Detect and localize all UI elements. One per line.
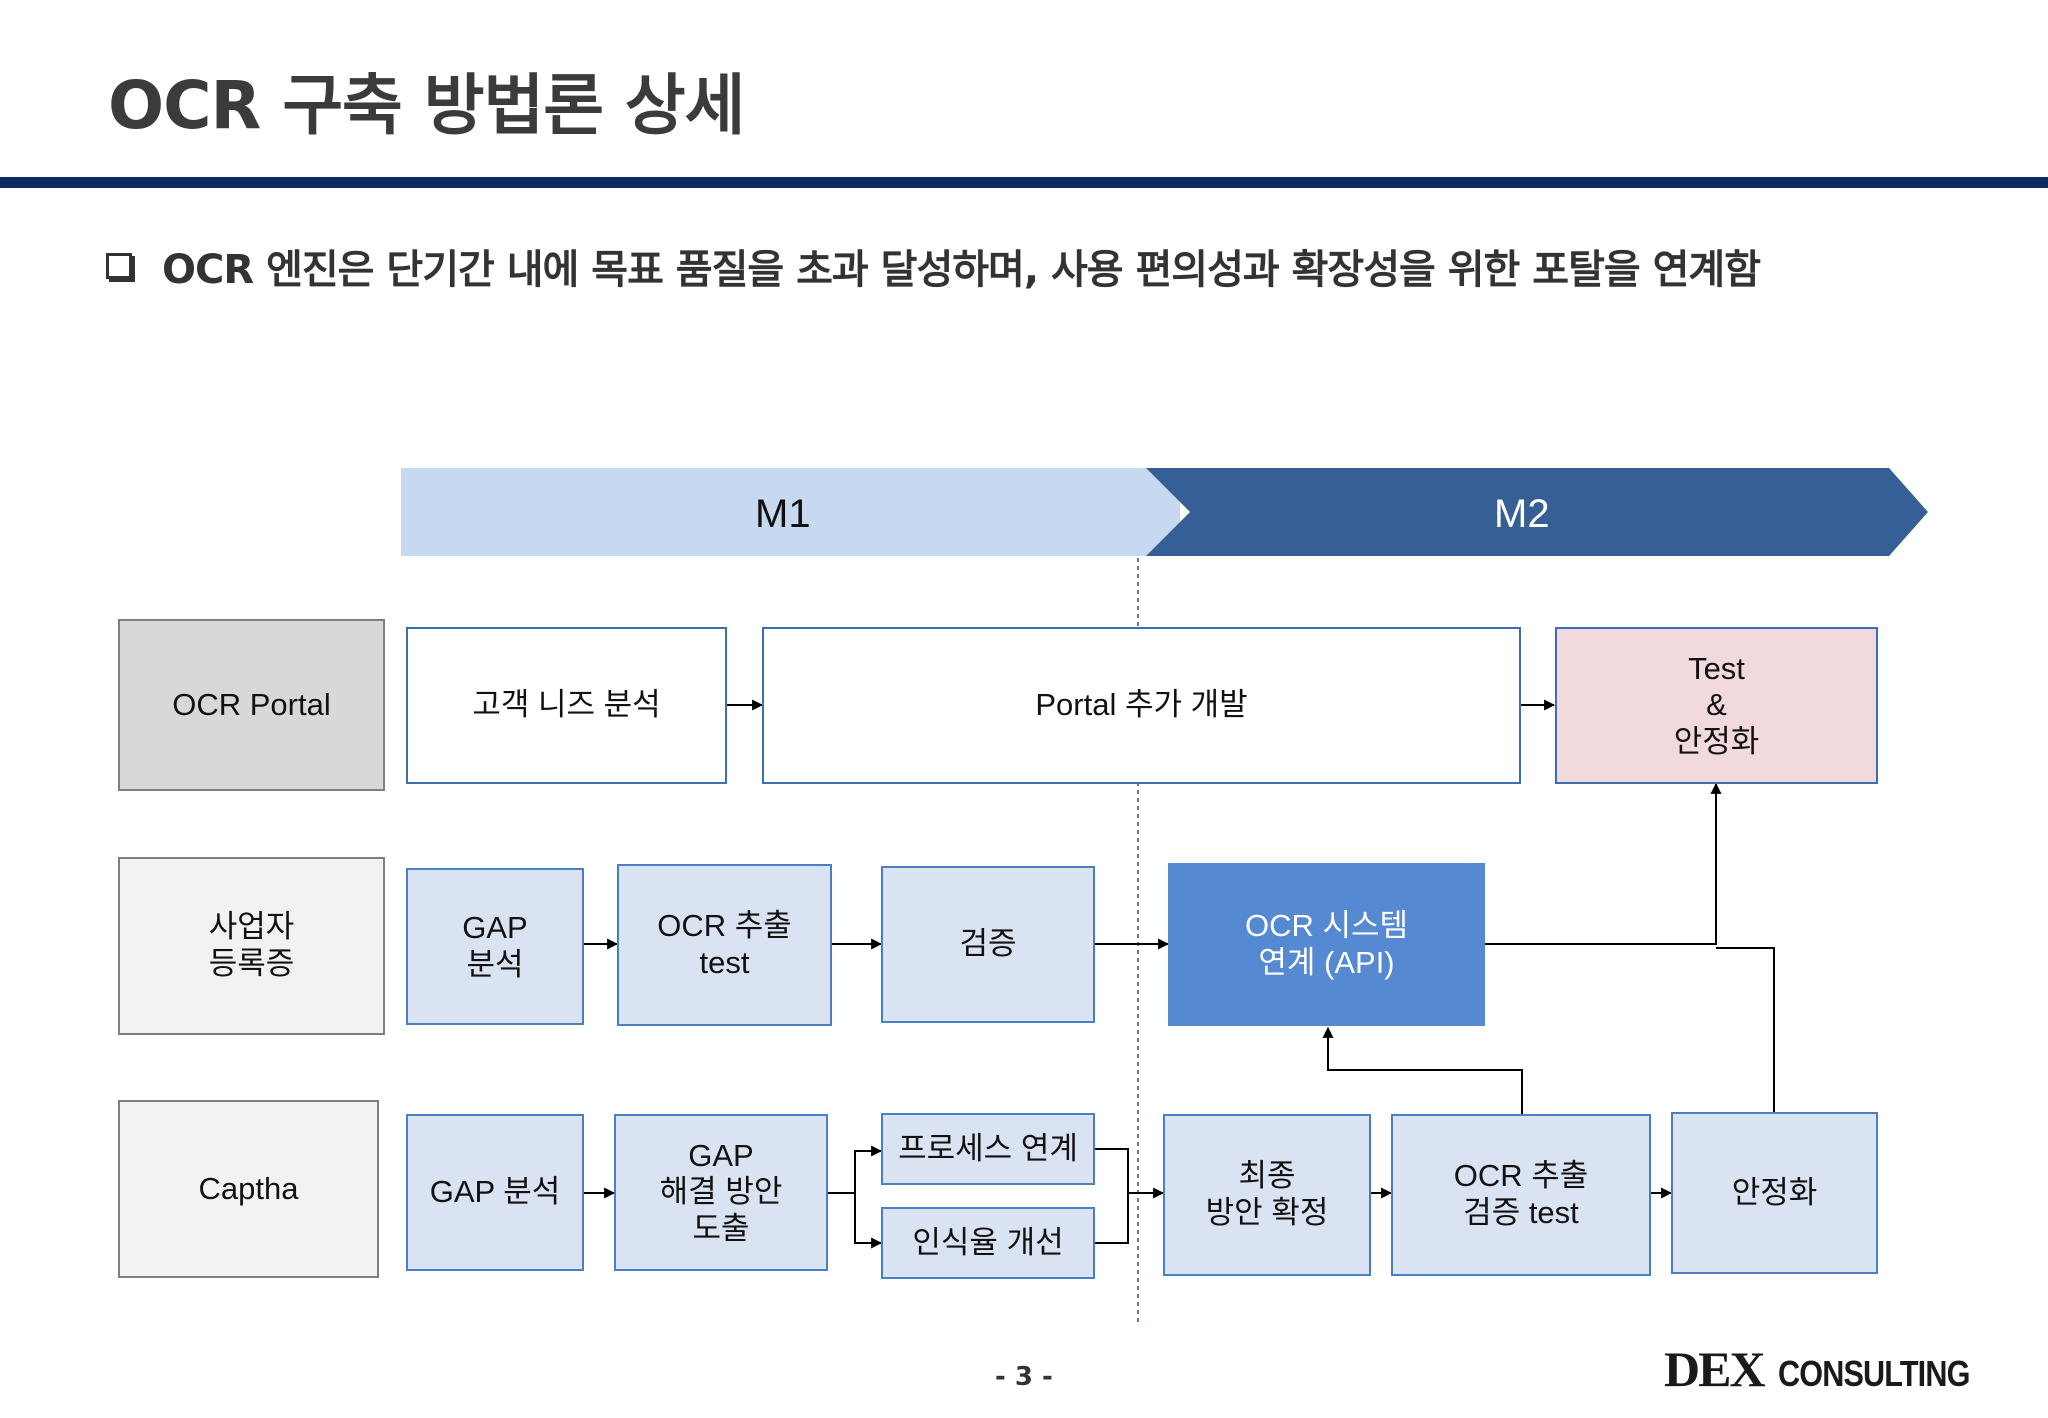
subtitle-text: OCR 엔진은 단기간 내에 목표 품질을 초과 달성하며, 사용 편의성과 확…	[162, 247, 1761, 293]
connector-stable-to-test	[1716, 947, 1775, 1112]
phase-m2-band	[1146, 468, 1928, 556]
checkbox-bullet-icon	[106, 253, 132, 279]
phase-m2-label: M2	[1494, 492, 1550, 536]
arrow-to-recog	[854, 1193, 883, 1249]
step-portal-dev: Portal 추가 개발	[762, 627, 1521, 784]
logo-sub: CONSULTING	[1777, 1353, 1970, 1394]
step-ocr-system-api: OCR 시스템 연계 (API)	[1168, 863, 1485, 1026]
step-recognition-improve: 인식율 개선	[881, 1207, 1095, 1279]
phase-m1-label: M1	[755, 492, 811, 536]
step-customer-needs: 고객 니즈 분석	[406, 627, 727, 784]
row-label-captha: Captha	[118, 1100, 379, 1278]
step-gap-solution: GAP 해결 방안 도출	[614, 1114, 828, 1271]
step-ocr-extract-verify: OCR 추출 검증 test	[1391, 1114, 1651, 1276]
page-title: OCR 구축 방법론 상세	[108, 67, 745, 144]
step-captha-gap-analysis: GAP 분석	[406, 1114, 584, 1271]
title-rule	[0, 177, 2048, 188]
step-ocr-extract-test: OCR 추출 test	[617, 864, 832, 1026]
row-label-business-registration: 사업자 등록증	[118, 857, 385, 1035]
phase-m1-band	[401, 468, 1180, 556]
step-process-link: 프로세스 연계	[881, 1113, 1095, 1185]
connector-extract-to-api	[1322, 1026, 1523, 1114]
connector-process-merge	[1095, 1148, 1129, 1193]
step-gap-analysis: GAP 분석	[406, 868, 584, 1025]
connector-api-to-test	[1485, 782, 1722, 945]
step-verify: 검증	[881, 866, 1095, 1023]
page-number: - 3 -	[995, 1362, 1053, 1392]
subtitle: OCR 엔진은 단기간 내에 목표 품질을 초과 달성하며, 사용 편의성과 확…	[106, 237, 1761, 295]
connector-recog-merge	[1095, 1193, 1129, 1244]
arrow-to-process	[854, 1145, 883, 1193]
step-stabilize: 안정화	[1671, 1112, 1878, 1274]
step-test-stabilize: Test & 안정화	[1555, 627, 1878, 784]
company-logo: DEX CONSULTING	[1664, 1340, 2003, 1398]
logo-main: DEX	[1664, 1341, 1766, 1397]
row-label-ocr-portal: OCR Portal	[118, 619, 385, 791]
step-final-plan: 최종 방안 확정	[1163, 1114, 1371, 1276]
